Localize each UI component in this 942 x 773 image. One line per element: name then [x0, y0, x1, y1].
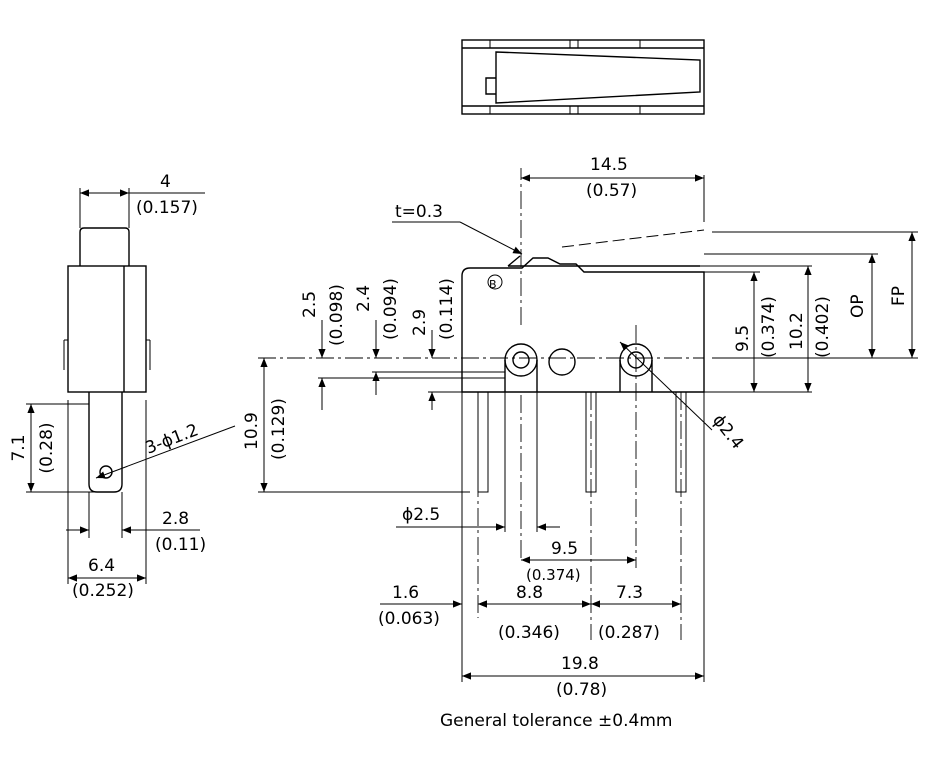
- dim-4-inch: (0.157): [136, 198, 198, 218]
- side-view: [63, 227, 151, 493]
- dim-8.8-inch: (0.346): [498, 623, 560, 643]
- dim-7.3: 7.3 (0.287): [591, 583, 681, 643]
- dim-2.4: 2.4 (0.094): [354, 278, 505, 395]
- phi2.4-label: ϕ2.4: [708, 411, 747, 453]
- dim-t0.3: t=0.3: [392, 202, 523, 255]
- dim-2.4-inch: (0.094): [381, 278, 401, 340]
- dim-4-label: 4: [160, 172, 171, 192]
- dim-9.5-vertical: 9.5 (0.374): [704, 271, 812, 393]
- dim-14.5: 14.5 (0.57): [521, 155, 705, 222]
- mounting-hole-left: [504, 343, 538, 377]
- dim-2.8: 2.8 (0.11): [66, 492, 206, 555]
- dim-10.2-inch: (0.402): [813, 296, 833, 358]
- dim-9.5h-inch: (0.374): [526, 566, 581, 584]
- front-view: B: [258, 168, 705, 640]
- t-label: t=0.3: [395, 202, 443, 222]
- dim-6.4: 6.4 (0.252): [67, 400, 147, 601]
- dim-2.8-label: 2.8: [162, 509, 189, 529]
- holes-label: 3-ϕ1.2: [143, 420, 202, 458]
- dim-9.5v-inch: (0.374): [759, 296, 779, 358]
- dim-7.1-label: 7.1: [9, 434, 29, 461]
- dim-7.1: 7.1 (0.28): [9, 403, 97, 493]
- dim-2.9-inch: (0.114): [437, 278, 457, 340]
- dim-8.8: 8.8 (0.346): [478, 583, 591, 643]
- dim-19.8-label: 19.8: [561, 654, 599, 674]
- dim-OP: OP: [704, 253, 878, 359]
- plunger-boss: [548, 348, 576, 376]
- dim-7.3-inch: (0.287): [598, 623, 660, 643]
- dim-2.5: 2.5 (0.098): [300, 284, 505, 410]
- dim-9.5h-label: 9.5: [551, 539, 578, 559]
- dim-1.6: 1.6 (0.063): [378, 583, 500, 629]
- dim-8.8-label: 8.8: [516, 583, 543, 603]
- op-label: OP: [848, 294, 868, 318]
- dim-10.2: 10.2 (0.402): [584, 265, 833, 392]
- dim-phi2.5: ϕ2.5: [396, 392, 560, 532]
- dim-2.9: 2.9 (0.114): [410, 278, 462, 410]
- dim-10.9: 10.9 (0.129): [242, 358, 470, 493]
- dim-holes: 3-ϕ1.2: [95, 420, 236, 479]
- top-view: [461, 39, 705, 115]
- dim-14.5-inch: (0.57): [586, 181, 637, 201]
- dim-9.5-horizontal: 9.5 (0.374): [521, 539, 636, 584]
- dim-10.9-inch: (0.129): [269, 398, 289, 460]
- dim-10.2-label: 10.2: [787, 312, 807, 350]
- dim-phi2.4: ϕ2.4: [619, 341, 747, 453]
- dim-2.5-label: 2.5: [300, 291, 320, 318]
- fp-label: FP: [889, 286, 909, 306]
- dim-14.5-label: 14.5: [590, 155, 628, 175]
- dim-4: 4 (0.157): [79, 172, 205, 228]
- dim-10.9-label: 10.9: [242, 412, 262, 450]
- dim-2.5-inch: (0.098): [327, 284, 347, 346]
- dim-2.8-inch: (0.11): [155, 535, 206, 555]
- svg-text:B: B: [489, 278, 497, 291]
- dim-FP: FP: [712, 231, 918, 359]
- dim-2.4-label: 2.4: [354, 285, 374, 312]
- dim-6.4-label: 6.4: [88, 556, 115, 576]
- phi2.5-label: ϕ2.5: [402, 505, 440, 525]
- dim-19.8: 19.8 (0.78): [461, 392, 705, 700]
- dim-7.3-label: 7.3: [616, 583, 643, 603]
- common-terminal-mark-icon: [487, 274, 503, 290]
- dim-7.1-inch: (0.28): [37, 422, 57, 473]
- dim-1.6-label: 1.6: [392, 583, 419, 603]
- dim-9.5v-label: 9.5: [733, 325, 753, 352]
- dim-1.6-inch: (0.063): [378, 609, 440, 629]
- dim-19.8-inch: (0.78): [556, 680, 607, 700]
- dim-2.9-label: 2.9: [410, 309, 430, 336]
- dim-6.4-inch: (0.252): [72, 581, 134, 601]
- general-tolerance-note: General tolerance ±0.4mm: [440, 711, 672, 731]
